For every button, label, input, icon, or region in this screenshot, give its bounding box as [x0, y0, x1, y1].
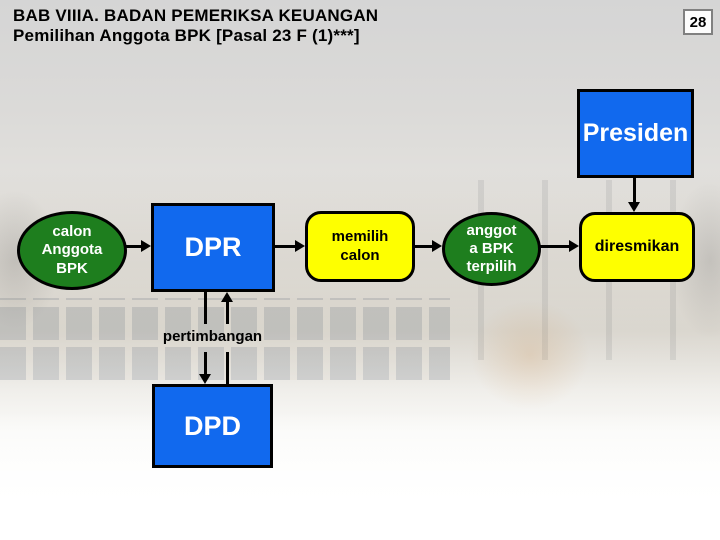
arrow-head-right-icon: [432, 240, 442, 252]
arrow-line: [226, 352, 229, 384]
node-memilih-line2: calon: [340, 246, 380, 264]
arrow-line: [204, 352, 207, 375]
node-presiden: Presiden: [577, 89, 694, 178]
background-bottom-fade: [0, 410, 720, 540]
arrow-line: [226, 301, 229, 324]
arrow-line: [633, 177, 636, 203]
node-calon-line3: BPK: [56, 259, 88, 277]
node-memilih-calon: memilih calon: [305, 211, 415, 282]
background-window-grid: [0, 298, 450, 380]
arrow-head-right-icon: [295, 240, 305, 252]
arrow-line: [540, 245, 570, 248]
slide-title-line1: BAB VIIIA. BADAN PEMERIKSA KEUANGAN: [13, 6, 379, 25]
node-dpd: DPD: [152, 384, 273, 468]
node-calon-line1: calon: [52, 223, 92, 241]
arrow-head-right-icon: [569, 240, 579, 252]
background-tan-patch: [470, 300, 590, 410]
node-dpr: DPR: [151, 203, 275, 292]
arrow-head-down-icon: [628, 202, 640, 212]
node-presiden-label: Presiden: [582, 119, 689, 147]
arrow-head-up-icon: [221, 292, 233, 302]
arrow-line: [125, 245, 142, 248]
node-calon-anggota-bpk: calon Anggota BPK: [17, 211, 127, 290]
node-memilih-line1: memilih: [331, 227, 389, 245]
edge-label-pertimbangan: pertimbangan: [162, 328, 263, 345]
background-photo: [0, 170, 720, 430]
node-diresmikan-label: diresmikan: [594, 238, 680, 255]
arrow-line: [275, 245, 296, 248]
node-dpd-label: DPD: [183, 410, 241, 441]
arrow-line: [415, 245, 433, 248]
slide-title-line2: Pemilihan Anggota BPK [Pasal 23 F (1)***…: [13, 26, 360, 45]
node-dpr-label: DPR: [184, 232, 242, 262]
page-number-badge: 28: [683, 9, 713, 35]
node-anggota-bpk-terpilih: anggot a BPK terpilih: [442, 212, 541, 286]
node-diresmikan: diresmikan: [579, 212, 695, 282]
arrow-head-down-icon: [199, 374, 211, 384]
node-anggota-line1: anggot: [466, 221, 517, 239]
node-anggota-line2: a BPK: [469, 239, 514, 257]
node-anggota-line3: terpilih: [466, 258, 517, 276]
arrow-line: [204, 292, 207, 324]
slide-title: BAB VIIIA. BADAN PEMERIKSA KEUANGAN Pemi…: [13, 6, 378, 46]
node-calon-line2: Anggota: [41, 241, 103, 259]
arrow-head-right-icon: [141, 240, 151, 252]
